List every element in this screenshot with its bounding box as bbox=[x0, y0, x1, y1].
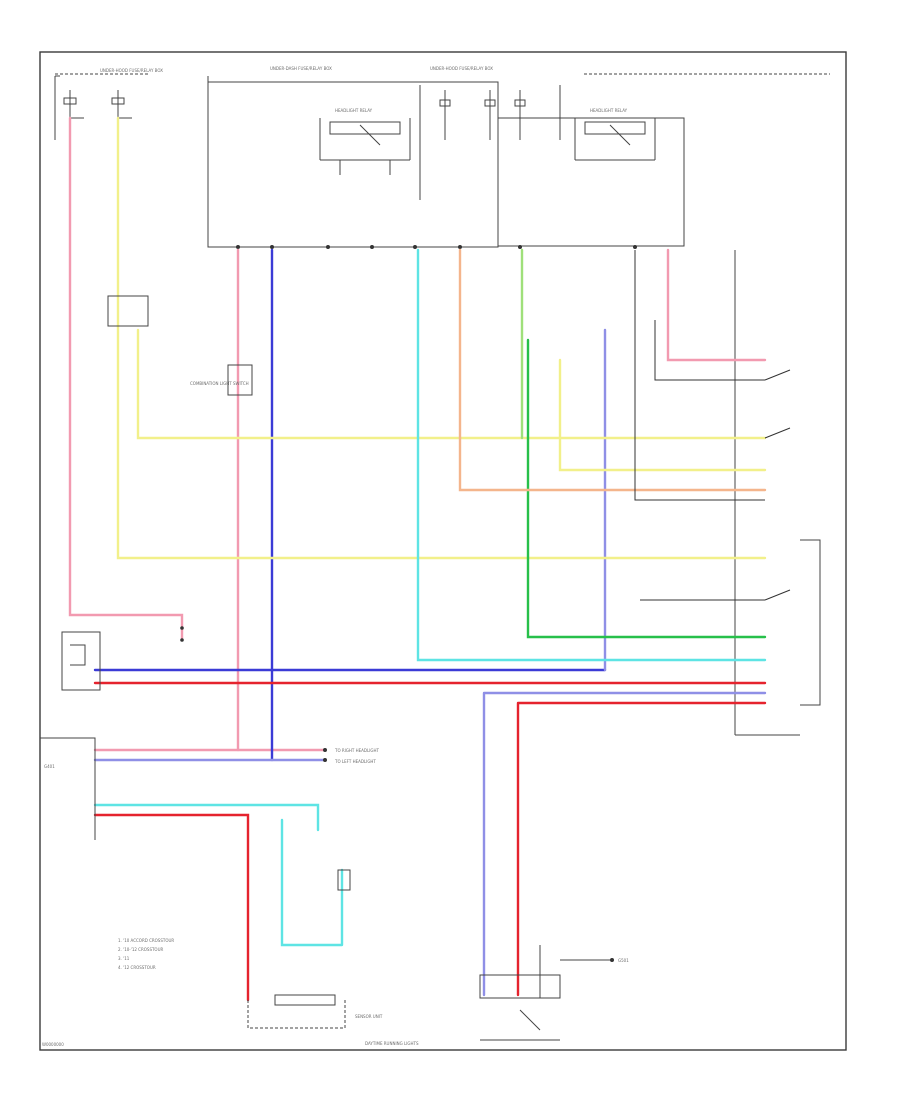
wire-pink-right bbox=[666, 248, 767, 362]
wire-red-lower bbox=[93, 813, 250, 1002]
fuse-box-center-label: UNDER-DASH FUSE/RELAY BOX bbox=[270, 66, 332, 71]
wire-cyan bbox=[416, 248, 767, 662]
to-right-headlight-label: TO RIGHT HEADLIGHT bbox=[334, 748, 380, 753]
sensor-unit-bottom bbox=[247, 869, 351, 1029]
legend: 1. '10 ACCORD CROSSTOUR 2. '10-'12 CROSS… bbox=[118, 938, 174, 970]
sensor-unit-label: SENSOR UNIT bbox=[355, 1014, 383, 1019]
page-tag: W0000000 bbox=[42, 1042, 64, 1047]
fuse-box-left bbox=[54, 75, 209, 140]
wire-yellow-left bbox=[116, 116, 767, 560]
ground-right-label: G501 bbox=[618, 958, 629, 963]
relay-box-right bbox=[497, 117, 685, 247]
relay-right-label: HEADLIGHT RELAY bbox=[590, 108, 628, 113]
combination-switch-label: COMBINATION LIGHT SWITCH bbox=[190, 381, 249, 386]
wire-yellow-mid bbox=[136, 328, 767, 440]
diagram-frame bbox=[39, 51, 847, 1051]
wire-black-right bbox=[634, 250, 791, 601]
legend-item-1: 1. '10 ACCORD CROSSTOUR bbox=[118, 938, 174, 943]
wire-red-right-drop bbox=[516, 701, 767, 997]
right-enclosure bbox=[734, 250, 800, 736]
combination-switch-left bbox=[107, 295, 253, 396]
relay-left-switch bbox=[319, 118, 411, 175]
fuse-box-center bbox=[207, 81, 499, 248]
relay-left-label: HEADLIGHT RELAY bbox=[335, 108, 373, 113]
legend-item-2: 2. '10-'12 CROSSTOUR bbox=[118, 947, 164, 952]
fuse-box-pins bbox=[236, 245, 637, 249]
fuse-group-top-right bbox=[439, 90, 526, 140]
wire-green bbox=[526, 338, 767, 639]
footer-note: DAYTIME RUNNING LIGHTS bbox=[365, 1041, 419, 1046]
wire-pink-left bbox=[68, 116, 184, 642]
switch-panel-right bbox=[800, 539, 821, 706]
wire-orange bbox=[458, 248, 767, 492]
wire-cyan-bottom bbox=[93, 803, 344, 947]
legend-item-3: 3. '11 bbox=[118, 956, 130, 961]
legend-item-4: 4. '12 CROSSTOUR bbox=[118, 965, 156, 970]
fuse-box-left-label: UNDER-HOOD FUSE/RELAY BOX bbox=[100, 68, 163, 73]
fuse-group-top-left bbox=[63, 90, 132, 119]
left-headlight-connector bbox=[61, 626, 184, 691]
wire-lightblue-lower bbox=[482, 691, 767, 997]
left-lower-connector bbox=[40, 737, 327, 840]
fuse-box-right bbox=[419, 85, 561, 200]
ground-left-label: G401 bbox=[44, 764, 55, 769]
to-left-headlight-label: TO LEFT HEADLIGHT bbox=[334, 759, 376, 764]
relay-right-switch bbox=[574, 118, 656, 161]
ground-connector-right bbox=[479, 945, 614, 1041]
fuse-box-right-label: UNDER-HOOD FUSE/RELAY BOX bbox=[430, 66, 493, 71]
wire-yellow-right bbox=[558, 358, 767, 472]
